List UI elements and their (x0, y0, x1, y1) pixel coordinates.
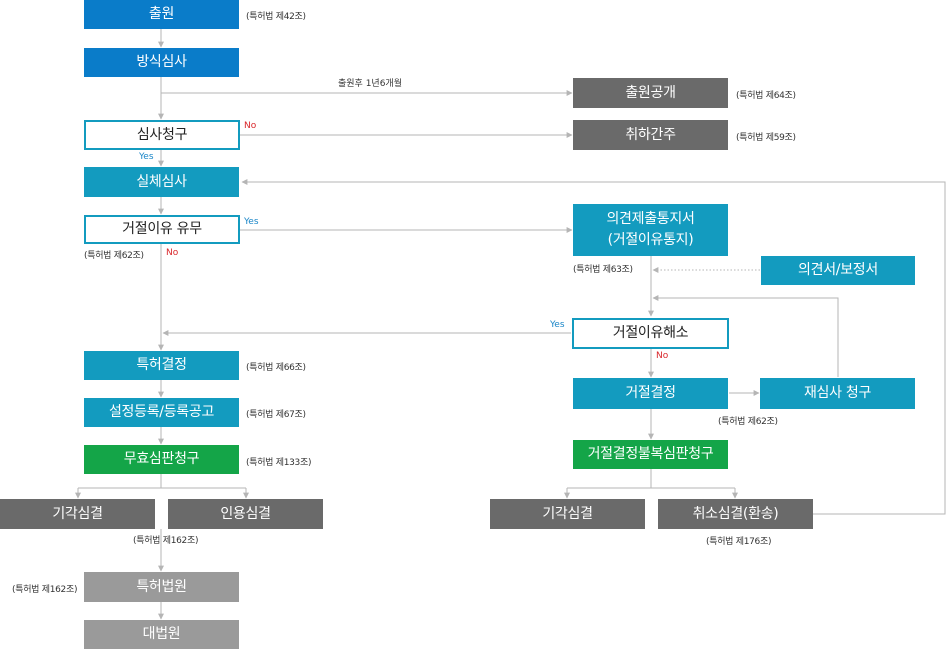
formality-exam-label: 방식심사 (136, 54, 187, 70)
supreme-court-box: 대법원 (84, 620, 239, 649)
rejection-decision-box: 거절결정 (573, 378, 728, 409)
filing-label: 출원 (148, 6, 175, 22)
registration-label: 설정등록/등록공고 (108, 404, 215, 420)
patent-court-box: 특허법원 (84, 572, 239, 602)
opinion-notice-note: (특허법 제63조) (573, 265, 633, 275)
rejection-grounds-yes-label: Yes (244, 217, 259, 227)
withdrawal-note: (특허법 제59조) (736, 133, 796, 143)
rejection-appeal-box: 거절결정불복심판청구 (573, 440, 728, 469)
patent-decision-box: 특허결정 (84, 351, 239, 380)
revocation-note: (특허법 제176조) (706, 537, 772, 547)
invalidation-trial-label: 무효심판청구 (123, 451, 200, 467)
rejection-grounds-label: 거절이유 유무 (122, 221, 202, 237)
patent-decision-note: (특허법 제66조) (246, 363, 306, 373)
substantive-exam-label: 실체심사 (136, 173, 187, 190)
withdrawal-box: 취하간주 (573, 120, 728, 150)
patent-court-note: (특허법 제162조) (12, 585, 78, 595)
rejection-resolved-box: 거절이유해소 (572, 318, 729, 349)
dismissal-right-box: 기각심결 (490, 499, 645, 529)
registration-note: (특허법 제67조) (246, 410, 306, 420)
substantive-exam-box: 실체심사 (84, 167, 239, 197)
revocation-box: 취소심결(환송) (658, 499, 813, 529)
patent-decision-label: 특허결정 (136, 357, 187, 373)
exam-request-label: 심사청구 (136, 126, 188, 143)
opinion-notice-line1: 의견제출통지서 (606, 211, 695, 227)
rejection-decision-note: (특허법 제62조) (718, 417, 778, 427)
exam-request-no-label: No (244, 121, 257, 131)
opinion-notice-box: 의견제출통지서 (거절이유통지) (573, 204, 728, 256)
reexam-request-label: 재심사 청구 (803, 385, 872, 401)
resolved-no-label: No (656, 351, 669, 361)
invalidation-trial-note: (특허법 제133조) (246, 458, 312, 468)
rejection-appeal-label: 거절결정불복심판청구 (587, 446, 714, 462)
dismissal-left-label: 기각심결 (52, 505, 103, 522)
registration-box: 설정등록/등록공고 (84, 398, 239, 427)
rejection-grounds-note: (특허법 제62조) (84, 251, 144, 261)
supreme-court-label: 대법원 (142, 626, 181, 642)
revocation-label: 취소심결(환송) (692, 505, 779, 522)
exam-request-box: 심사청구 (84, 120, 240, 150)
publication-note: (특허법 제64조) (736, 91, 796, 101)
acceptance-box: 인용심결 (168, 499, 323, 529)
publication-box: 출원공개 (573, 78, 728, 108)
acceptance-label: 인용심결 (220, 505, 271, 522)
reexam-request-box: 재심사 청구 (760, 378, 915, 409)
rejection-grounds-no-label: No (166, 248, 179, 258)
dismissal-left-box: 기각심결 (0, 499, 155, 529)
rejection-grounds-box: 거절이유 유무 (84, 215, 240, 244)
dismissal-right-label: 기각심결 (542, 505, 593, 522)
resolved-yes-label: Yes (550, 320, 565, 330)
opinion-notice-line2: (거절이유통지) (607, 232, 694, 248)
opinion-amendment-label: 의견서/보정서 (798, 262, 878, 278)
publication-label: 출원공개 (625, 84, 676, 101)
filing-note: (특허법 제42조) (246, 12, 306, 22)
opinion-amendment-box: 의견서/보정서 (761, 256, 915, 285)
trial-decision-note: (특허법 제162조) (133, 536, 199, 546)
filing-box: 출원 (84, 0, 239, 29)
patent-court-label: 특허법원 (136, 578, 187, 595)
invalidation-trial-box: 무효심판청구 (84, 445, 239, 474)
rejection-decision-label: 거절결정 (625, 385, 676, 401)
formality-exam-box: 방식심사 (84, 48, 239, 77)
rejection-resolved-label: 거절이유해소 (612, 325, 689, 341)
exam-request-yes-label: Yes (139, 152, 154, 162)
publication-timing-label: 출원후 1년6개월 (338, 79, 402, 89)
withdrawal-label: 취하간주 (625, 126, 676, 143)
